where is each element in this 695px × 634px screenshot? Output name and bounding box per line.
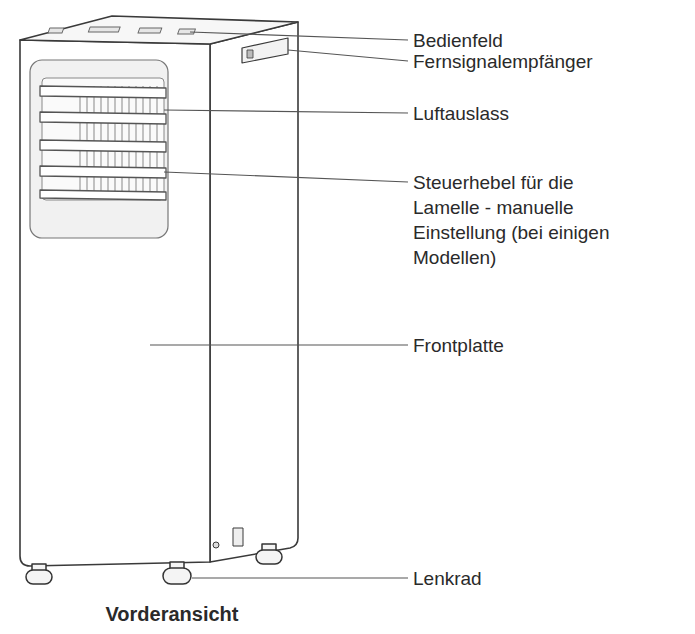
drain-fitting	[233, 528, 243, 546]
view-caption: Vorderansicht	[106, 603, 239, 626]
louvres	[40, 86, 166, 200]
part-label: Steuerhebel für die Lamelle - manuelle E…	[413, 170, 633, 270]
remote-receiver	[242, 38, 288, 63]
top-panel	[20, 16, 298, 44]
part-label: Lenkrad	[413, 566, 482, 591]
side-panel	[210, 22, 298, 562]
part-label: Bedienfeld	[413, 28, 503, 53]
drain-plug	[213, 542, 219, 548]
part-label: Luftauslass	[413, 101, 509, 126]
part-label: Fernsignalempfänger	[413, 49, 593, 74]
leader-lines	[150, 32, 408, 578]
vent-frame	[30, 60, 168, 238]
part-label: Frontplatte	[413, 333, 504, 358]
receiver-window	[247, 50, 253, 58]
control-buttons	[48, 27, 195, 34]
front-panel	[20, 40, 210, 566]
